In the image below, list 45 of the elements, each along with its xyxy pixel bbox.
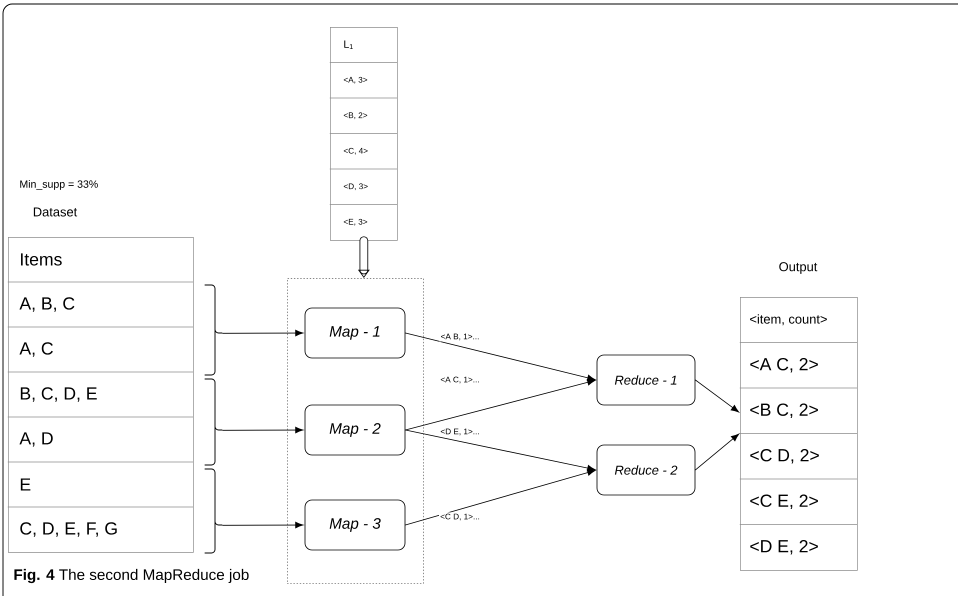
arrow: [405, 430, 596, 472]
arrow: [405, 332, 596, 381]
arrow: [295, 522, 304, 528]
table-cell: <B, 2>: [344, 112, 368, 120]
table-cell: C, D, E, F, G: [20, 522, 117, 537]
arrow: [295, 330, 304, 336]
table-cell: <B C, 2>: [750, 403, 818, 418]
process-box: Map - 3: [304, 500, 406, 550]
process-box: Map - 1: [304, 308, 406, 358]
edge-label: <A B, 1>...: [441, 334, 479, 340]
edge-label: <C D, 1>...: [440, 514, 480, 520]
table-cell: E: [20, 478, 30, 491]
caption: Fig. 4 The second MapReduce job: [14, 568, 249, 584]
list-table: [330, 27, 398, 241]
process-box: Map - 2: [304, 404, 406, 456]
arrow: [695, 434, 740, 470]
process-box: Reduce - 2: [596, 444, 696, 496]
table-cell: <item, count>: [750, 314, 827, 326]
table-cell: <C D, 2>: [750, 449, 819, 464]
table-cell: <A, 3>: [344, 76, 368, 84]
table-cell: L$_{1}$: [344, 40, 353, 49]
note: Min_supp = 33%: [20, 180, 98, 190]
arrow: [295, 426, 304, 434]
table-cell: <A C, 2>: [750, 358, 818, 372]
arrow: [405, 379, 596, 430]
table-cell: <D, 3>: [344, 183, 368, 190]
table-cell: <C, 4>: [344, 148, 368, 155]
table-heading: Output: [779, 262, 818, 274]
dotted-group-box: [287, 278, 424, 584]
table-cell: <D E, 2>: [750, 540, 818, 554]
table-cell: <C E, 2>: [750, 494, 818, 509]
table-heading: Dataset: [34, 208, 78, 216]
process-box: Reduce - 1: [596, 354, 696, 406]
dataset-table: [8, 208, 194, 553]
table-cell: A, C: [19, 342, 53, 357]
arrow: [695, 380, 740, 412]
table-cell: <E, 3>: [344, 218, 368, 226]
arrow: [405, 469, 596, 526]
edge-label: <D E, 1>...: [440, 428, 479, 436]
table-cell: B, C, D, E: [20, 387, 97, 402]
table-cell: A, D: [19, 432, 53, 447]
table-cell: A, B, C: [19, 297, 74, 312]
table-cell: Items: [21, 253, 62, 266]
output-table: [740, 262, 858, 571]
edge-label: <A C, 1>...: [440, 376, 479, 384]
